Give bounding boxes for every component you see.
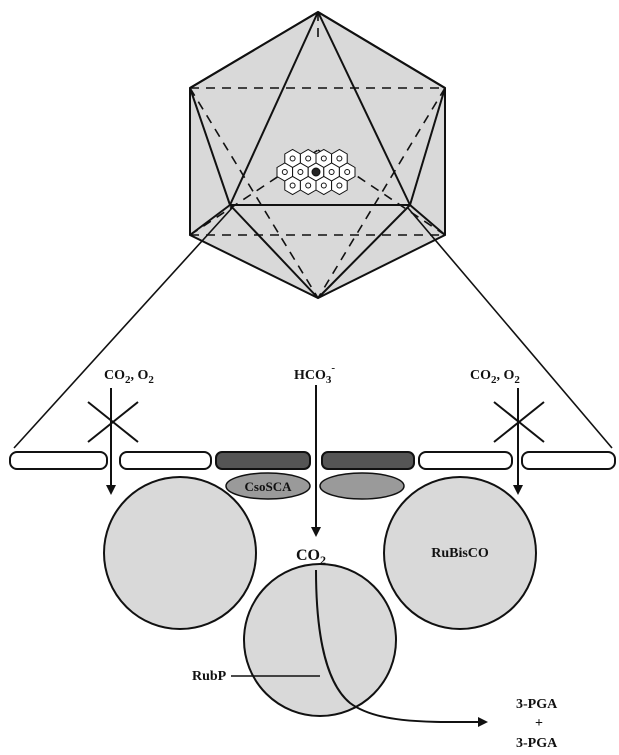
shell-membrane [10, 452, 615, 469]
shell-protein-segment [419, 452, 512, 469]
hexamer-pore [306, 183, 311, 188]
hexamer-pore [312, 168, 320, 176]
hexamer-pore [306, 156, 311, 161]
csosca-enzyme-2 [320, 473, 404, 499]
shell-protein-segment [10, 452, 107, 469]
hexamer-pore [282, 170, 287, 175]
rubisco-circle-center [244, 564, 396, 716]
hexamer-pore [290, 156, 295, 161]
rubp-label: RubP [192, 669, 227, 684]
shell-carbonic-anhydrase-segment [322, 452, 414, 469]
right-gas-arrow [494, 388, 544, 493]
shell-protein-segment [522, 452, 615, 469]
gas-label-right: CO2, O2 [470, 368, 520, 386]
gas-label-left: CO2, O2 [104, 368, 154, 386]
rubisco-label: RuBisCO [431, 546, 489, 561]
bicarbonate-label: HCO3- [294, 362, 335, 386]
hexamer-pore [321, 156, 326, 161]
hexamer-pore [298, 170, 303, 175]
csosca-label: CsoSCA [245, 479, 293, 494]
rubisco-circle-left [104, 477, 256, 629]
left-gas-arrow [88, 388, 138, 493]
blocked-cross-icon [88, 402, 138, 442]
shell-protein-segment [120, 452, 211, 469]
hexamer-pore [337, 156, 342, 161]
shell-protein-hexamer-patch [277, 150, 355, 195]
hexamer-pore [329, 170, 334, 175]
shell-carbonic-anhydrase-segment [216, 452, 310, 469]
hexamer-pore [337, 183, 342, 188]
product-label-bottom: 3-PGA [516, 736, 558, 751]
icosahedron-shell [190, 12, 445, 298]
product-label-top: 3-PGA [516, 697, 558, 712]
product-plus-label: + [535, 716, 543, 731]
hexamer-pore [345, 170, 350, 175]
hexamer-pore [290, 183, 295, 188]
hexamer-pore [321, 183, 326, 188]
